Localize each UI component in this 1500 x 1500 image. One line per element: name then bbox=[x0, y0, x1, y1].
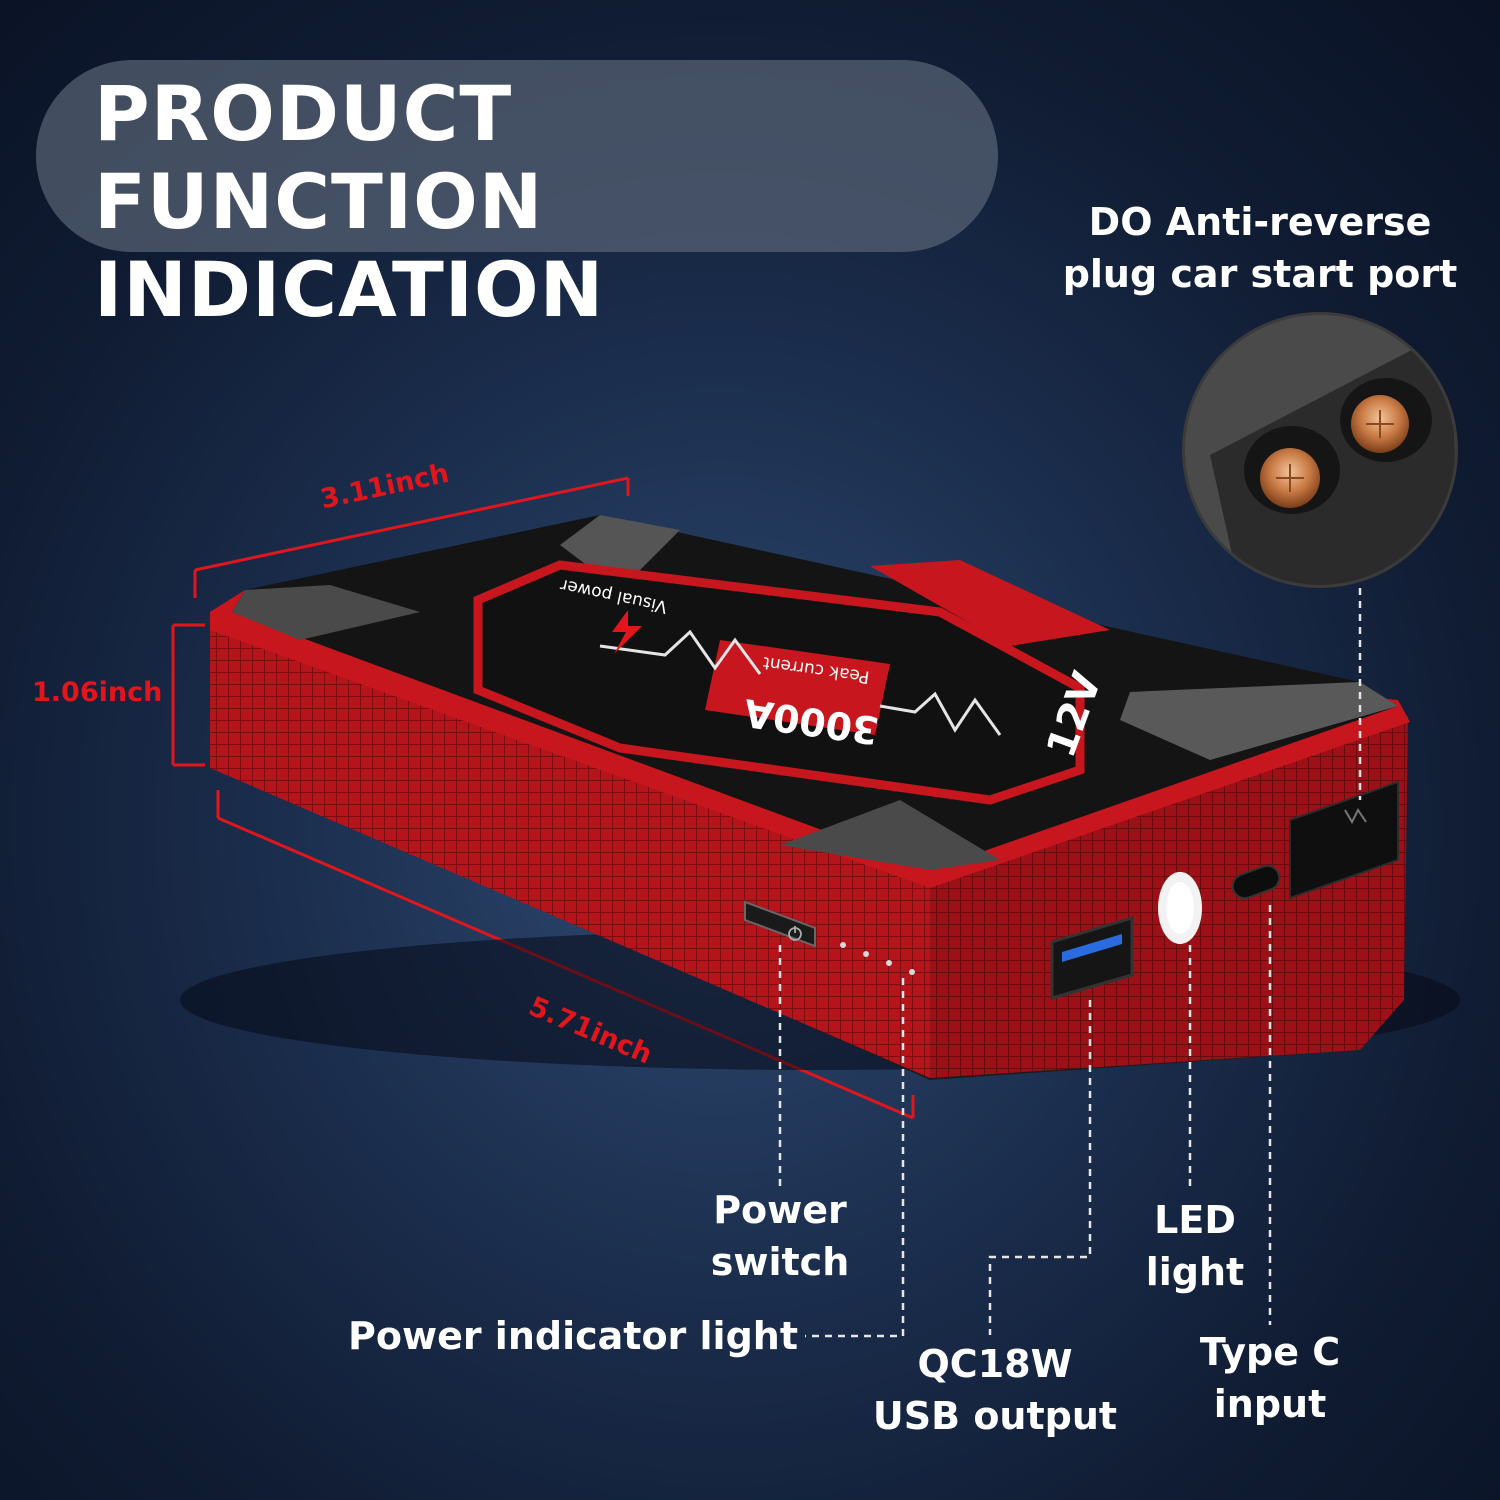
power-switch-label: Power switch bbox=[690, 1184, 870, 1288]
led-line-2: light bbox=[1145, 1250, 1245, 1294]
car-start-port[interactable] bbox=[1289, 780, 1399, 900]
page-title: PRODUCT FUNCTION INDICATION bbox=[94, 70, 974, 334]
led-light-label: LED light bbox=[1120, 1194, 1270, 1298]
lightning-icon bbox=[612, 610, 642, 654]
power-switch-line-1: Power bbox=[713, 1188, 847, 1232]
car-port-line-2: plug car start port bbox=[1062, 252, 1458, 296]
power-switch[interactable] bbox=[744, 900, 816, 948]
title-banner bbox=[36, 60, 998, 252]
title-line-2: INDICATION bbox=[94, 245, 605, 334]
type-c-port[interactable] bbox=[1229, 863, 1282, 902]
led-line-1: LED bbox=[1154, 1198, 1236, 1242]
power-indicator-label: Power indicator light bbox=[348, 1314, 798, 1358]
type-c-input-label: Type C input bbox=[1180, 1326, 1360, 1430]
power-switch-line-2: switch bbox=[710, 1240, 850, 1284]
height-dimension-label: 1.06inch bbox=[32, 677, 163, 708]
long-side-panel bbox=[210, 628, 930, 1078]
power-indicator-lights bbox=[840, 942, 915, 975]
type-c-line-2: input bbox=[1213, 1382, 1327, 1426]
usb-port[interactable] bbox=[1050, 915, 1134, 1000]
usb-line-2: USB output bbox=[872, 1394, 1118, 1438]
led-light bbox=[1158, 872, 1202, 944]
height-dimension-line bbox=[171, 623, 205, 767]
port-zoom-inset bbox=[1182, 312, 1458, 588]
callout-leader-lines bbox=[778, 588, 1362, 1338]
width-dimension-line bbox=[193, 476, 630, 598]
type-c-line-1: Type C bbox=[1199, 1330, 1341, 1374]
title-line-1: PRODUCT FUNCTION bbox=[94, 69, 544, 246]
car-port-line-1: DO Anti-reverse bbox=[1088, 200, 1432, 244]
jump-starter-device: 3000A Peak current Visual power 12V bbox=[180, 515, 1460, 1080]
usb-line-1: QC18W bbox=[917, 1342, 1073, 1386]
usb-output-label: QC18W USB output bbox=[860, 1338, 1130, 1442]
car-start-port-label: DO Anti-reverse plug car start port bbox=[1050, 196, 1470, 300]
power-icon bbox=[788, 926, 802, 941]
